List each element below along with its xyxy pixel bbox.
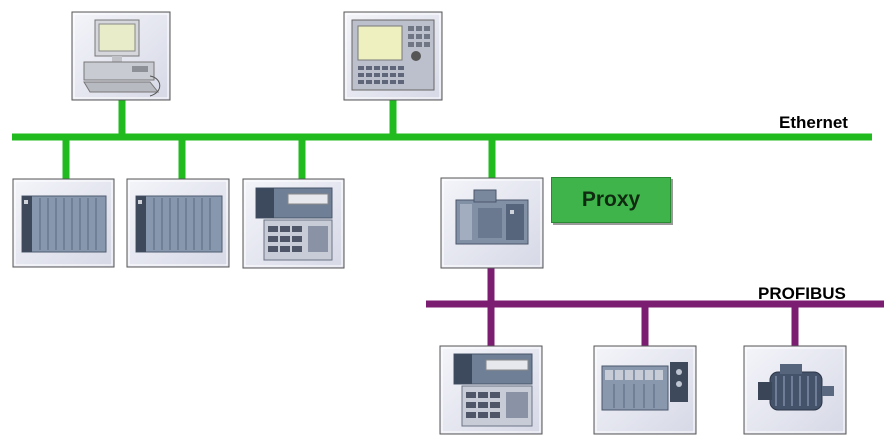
plc-rack-icon	[126, 178, 230, 268]
plc-rack-icon	[12, 178, 115, 268]
ethernet-bus	[12, 100, 872, 180]
motor-drive-icon	[743, 345, 847, 435]
proxy-controller-icon	[440, 177, 544, 269]
compact-plc-icon	[242, 178, 345, 269]
profibus-label: PROFIBUS	[758, 284, 846, 303]
distributed-io-icon	[593, 345, 697, 435]
profibus-bus	[426, 268, 884, 346]
ethernet-label: Ethernet	[779, 113, 848, 132]
proxy-label: Proxy	[551, 177, 671, 223]
operator-panel-icon	[343, 11, 443, 101]
pc-workstation-icon	[71, 11, 171, 101]
compact-plc-icon	[439, 345, 543, 435]
